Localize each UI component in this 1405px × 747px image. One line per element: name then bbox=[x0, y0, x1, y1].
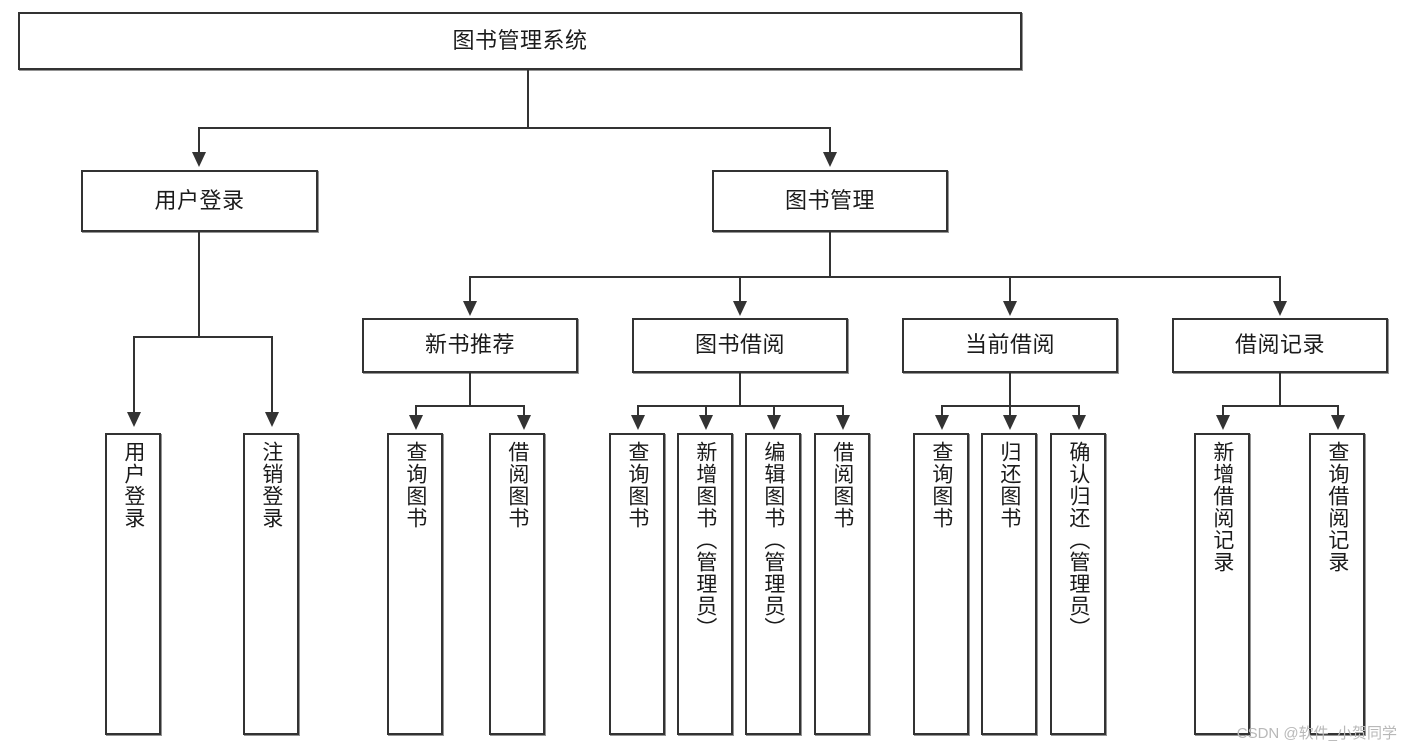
arrow-bb-leaf-4 bbox=[836, 415, 850, 430]
arrow-user-login-leaf-2 bbox=[265, 412, 279, 427]
node-label: 借阅图书 bbox=[505, 441, 529, 529]
node-label: 当前借阅 bbox=[964, 332, 1055, 358]
edge-bm-drop-1 bbox=[469, 276, 471, 303]
arrow-nbr-leaf-2 bbox=[517, 415, 531, 430]
node-label: 确认归还（管理员） bbox=[1066, 441, 1090, 639]
arrow-cb-leaf-1 bbox=[935, 415, 949, 430]
arrow-bb-leaf-3 bbox=[767, 415, 781, 430]
edge-root-to-book-management bbox=[829, 127, 831, 154]
edge-cb-stem bbox=[1009, 373, 1011, 406]
edge-cb-drop-2 bbox=[1009, 405, 1011, 417]
arrow-br-leaf-1 bbox=[1216, 415, 1230, 430]
edge-bm-drop-3 bbox=[1009, 276, 1011, 303]
edge-user-login-drop-2 bbox=[271, 336, 273, 414]
arrow-root-to-user-login bbox=[192, 152, 206, 167]
leaf-borrow-record-search-record[interactable]: 查询借阅记录 bbox=[1309, 433, 1365, 735]
node-label: 查询图书 bbox=[929, 441, 953, 529]
arrow-cb-leaf-3 bbox=[1072, 415, 1086, 430]
node-book-borrow[interactable]: 图书借阅 bbox=[632, 318, 848, 373]
arrow-cb-leaf-2 bbox=[1003, 415, 1017, 430]
edge-nbr-drop-1 bbox=[415, 405, 417, 417]
arrow-br-leaf-2 bbox=[1331, 415, 1345, 430]
arrow-nbr-leaf-1 bbox=[409, 415, 423, 430]
leaf-current-borrow-search-book[interactable]: 查询图书 bbox=[913, 433, 969, 735]
node-label: 归还图书 bbox=[997, 441, 1021, 529]
arrow-bm-to-new-book-recommend bbox=[463, 301, 477, 316]
node-label: 借阅记录 bbox=[1234, 332, 1325, 358]
edge-bb-stem bbox=[739, 373, 741, 406]
leaf-book-borrow-search-book[interactable]: 查询图书 bbox=[609, 433, 665, 735]
leaf-user-login-logout[interactable]: 注销登录 bbox=[243, 433, 299, 735]
edge-user-login-stem bbox=[198, 232, 200, 337]
edge-nbr-stem bbox=[469, 373, 471, 406]
edge-nbr-bus bbox=[415, 405, 525, 407]
edge-bb-drop-4 bbox=[842, 405, 844, 417]
arrow-bm-to-book-borrow bbox=[733, 301, 747, 316]
edge-user-login-drop-1 bbox=[133, 336, 135, 414]
arrow-bm-to-current-borrow bbox=[1003, 301, 1017, 316]
leaf-new-book-recommend-search-book[interactable]: 查询图书 bbox=[387, 433, 443, 735]
edge-root-stem bbox=[527, 70, 529, 128]
leaf-user-login-login[interactable]: 用户登录 bbox=[105, 433, 161, 735]
edge-bb-drop-1 bbox=[637, 405, 639, 417]
arrow-root-to-book-management bbox=[823, 152, 837, 167]
arrow-bb-leaf-1 bbox=[631, 415, 645, 430]
edge-br-bus bbox=[1222, 405, 1339, 407]
node-user-login[interactable]: 用户登录 bbox=[81, 170, 318, 232]
edge-cb-drop-3 bbox=[1078, 405, 1080, 417]
node-label: 新增图书（管理员） bbox=[693, 441, 717, 639]
edge-bb-drop-2 bbox=[705, 405, 707, 417]
edge-bm-drop-4 bbox=[1279, 276, 1281, 303]
edge-nbr-drop-2 bbox=[523, 405, 525, 417]
node-label: 图书管理 bbox=[784, 187, 875, 213]
edge-bb-drop-3 bbox=[773, 405, 775, 417]
leaf-current-borrow-return-book[interactable]: 归还图书 bbox=[981, 433, 1037, 735]
edge-br-stem bbox=[1279, 373, 1281, 406]
arrow-bm-to-borrow-record bbox=[1273, 301, 1287, 316]
node-borrow-record[interactable]: 借阅记录 bbox=[1172, 318, 1388, 373]
node-label: 借阅图书 bbox=[830, 441, 854, 529]
leaf-borrow-record-add-record[interactable]: 新增借阅记录 bbox=[1194, 433, 1250, 735]
edge-root-to-user-login bbox=[198, 127, 200, 154]
node-label: 查询图书 bbox=[625, 441, 649, 529]
edge-book-management-stem bbox=[829, 232, 831, 277]
node-label: 查询借阅记录 bbox=[1325, 441, 1349, 573]
leaf-book-borrow-borrow-book[interactable]: 借阅图书 bbox=[814, 433, 870, 735]
edge-cb-drop-1 bbox=[941, 405, 943, 417]
edge-br-drop-2 bbox=[1337, 405, 1339, 417]
node-current-borrow[interactable]: 当前借阅 bbox=[902, 318, 1118, 373]
node-root-book-management-system[interactable]: 图书管理系统 bbox=[18, 12, 1022, 70]
node-label: 新增借阅记录 bbox=[1210, 441, 1234, 573]
node-label: 图书借阅 bbox=[694, 332, 785, 358]
edge-user-login-bus bbox=[133, 336, 273, 338]
node-label: 注销登录 bbox=[259, 441, 283, 529]
leaf-new-book-recommend-borrow-book[interactable]: 借阅图书 bbox=[489, 433, 545, 735]
arrow-bb-leaf-2 bbox=[699, 415, 713, 430]
arrow-user-login-leaf-1 bbox=[127, 412, 141, 427]
node-label: 用户登录 bbox=[121, 441, 145, 529]
node-label: 新书推荐 bbox=[424, 332, 515, 358]
node-label: 编辑图书（管理员） bbox=[761, 441, 785, 639]
node-label: 用户登录 bbox=[154, 187, 245, 213]
edge-bm-drop-2 bbox=[739, 276, 741, 303]
edge-root-bus bbox=[198, 127, 830, 129]
node-label: 查询图书 bbox=[403, 441, 427, 529]
edge-bb-bus bbox=[637, 405, 844, 407]
leaf-book-borrow-edit-book-admin[interactable]: 编辑图书（管理员） bbox=[745, 433, 801, 735]
node-book-management[interactable]: 图书管理 bbox=[712, 170, 948, 232]
node-label: 图书管理系统 bbox=[452, 27, 588, 53]
node-new-book-recommend[interactable]: 新书推荐 bbox=[362, 318, 578, 373]
edge-br-drop-1 bbox=[1222, 405, 1224, 417]
leaf-current-borrow-confirm-return-admin[interactable]: 确认归还（管理员） bbox=[1050, 433, 1106, 735]
edge-book-management-bus bbox=[469, 276, 1280, 278]
leaf-book-borrow-add-book-admin[interactable]: 新增图书（管理员） bbox=[677, 433, 733, 735]
